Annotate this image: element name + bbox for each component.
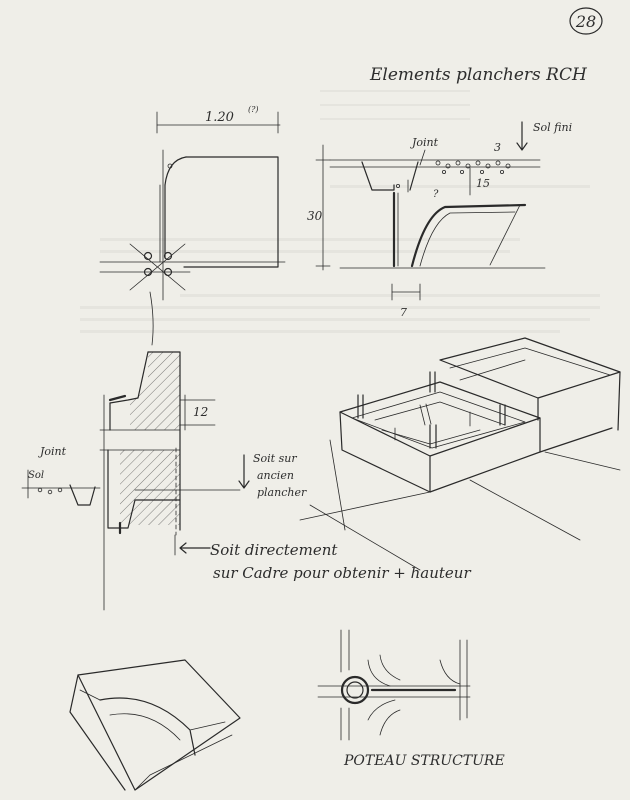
- dimension-15: 15: [476, 177, 490, 190]
- isometric-floor-sketch: [299, 337, 621, 571]
- post-circle-icon: [340, 675, 370, 705]
- joint-section-detail: 30 Joint 3 Sol fini 15 ?: [307, 121, 572, 319]
- curved-block-sketch: [69, 659, 241, 791]
- page-number-badge: 28: [569, 7, 603, 35]
- note-old-floor-3: plancher: [257, 486, 307, 499]
- sol-label-left: Sol: [28, 470, 44, 481]
- dimension-7: 7: [400, 306, 407, 319]
- page-number: 28: [575, 12, 596, 31]
- height-dimension: 30: [307, 209, 323, 223]
- dimension-3: 3: [494, 141, 501, 154]
- dimension-12: 12: [193, 405, 208, 419]
- width-dimension: 1.20: [205, 110, 234, 125]
- question-mark: ?: [433, 189, 439, 200]
- note-old-floor-2: ancien: [257, 469, 294, 482]
- joint-label-left: Joint: [38, 445, 67, 458]
- sheet-title: Elements planchers RCH: [369, 65, 588, 85]
- note-frame-1: Soit directement: [210, 541, 338, 559]
- joint-label-top: Joint: [410, 136, 439, 149]
- note-frame-2: sur Cadre pour obtenir + hauteur: [213, 564, 471, 582]
- structural-post-sketch: POTEAU STRUCTURE: [317, 629, 505, 769]
- post-label: POTEAU STRUCTURE: [343, 753, 505, 769]
- width-note: (?): [248, 105, 259, 114]
- plan-detail: 1.20 (?): [99, 105, 286, 346]
- sol-fini-label: Sol fini: [533, 121, 572, 134]
- note-old-floor-1: Soit sur: [253, 452, 297, 465]
- frame-section-detail: 12 Joint Sol Soit sur ancien plancher: [21, 351, 307, 611]
- show-through-texture: [80, 90, 600, 333]
